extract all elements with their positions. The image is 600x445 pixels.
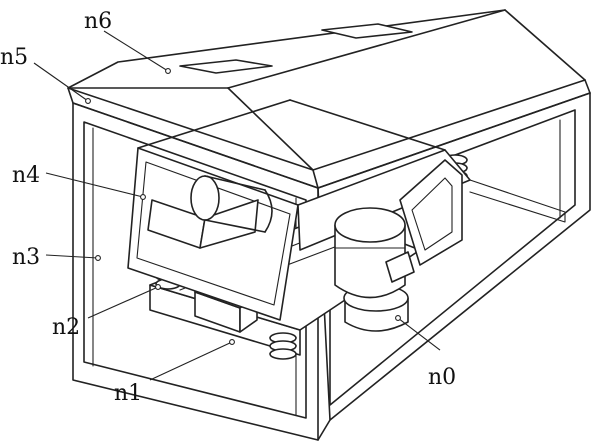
screen-top-rear-edge	[137, 99, 291, 149]
labels: n0 n1 n2 n3 n4 n5 n6	[0, 9, 456, 406]
spring-front	[269, 332, 297, 360]
hood-ridge	[227, 9, 506, 89]
label-n1: n1	[114, 381, 142, 406]
anchor-n4	[140, 194, 146, 200]
screen-left-wall-inner	[136, 161, 291, 306]
bracket-plate	[399, 159, 463, 266]
roller-bottom	[204, 219, 266, 233]
label-n0: n0	[428, 365, 456, 390]
anchor-n0	[395, 315, 401, 321]
hood-window-front	[179, 59, 273, 74]
anchor-n2	[155, 284, 161, 290]
leader-n3	[45, 254, 99, 259]
anchor-n3	[95, 255, 101, 261]
hood-window-back	[321, 23, 413, 39]
hood-corner-right	[584, 79, 591, 94]
label-n3: n3	[12, 245, 40, 270]
frame-right-outer	[317, 92, 591, 421]
frame-foot	[317, 419, 331, 441]
leader-n0	[397, 317, 441, 351]
motor	[334, 207, 415, 332]
hood-corner-front	[312, 169, 319, 189]
bracket-foot	[419, 239, 463, 266]
anchor-n5	[85, 98, 91, 104]
frame-left-inner	[83, 121, 307, 419]
leader-lines	[33, 30, 441, 381]
anchor-n6	[165, 68, 171, 74]
label-n6: n6	[84, 9, 112, 34]
label-n4: n4	[12, 163, 40, 188]
motor-top	[334, 207, 406, 243]
label-n5: n5	[0, 45, 28, 70]
frame-back-rail	[469, 179, 566, 223]
leader-n1	[149, 341, 233, 381]
hood-corner-left	[67, 87, 74, 104]
label-n2: n2	[52, 315, 80, 340]
roller-top	[204, 175, 266, 191]
leader-n6	[103, 30, 169, 72]
hood-front-edge	[227, 87, 314, 171]
screen-top-right-edge	[289, 99, 446, 151]
motor-terminal-box	[385, 251, 415, 283]
roller-far-end	[264, 189, 273, 233]
leader-n2	[87, 286, 159, 319]
motor-body	[334, 224, 406, 299]
motor-bracket	[399, 159, 463, 266]
bracket-cutout	[411, 177, 453, 251]
frame-right-inner	[329, 109, 576, 406]
roller-end	[190, 175, 220, 221]
leader-n5	[33, 62, 89, 102]
anchor-n1	[229, 339, 235, 345]
leader-n4	[45, 172, 144, 198]
